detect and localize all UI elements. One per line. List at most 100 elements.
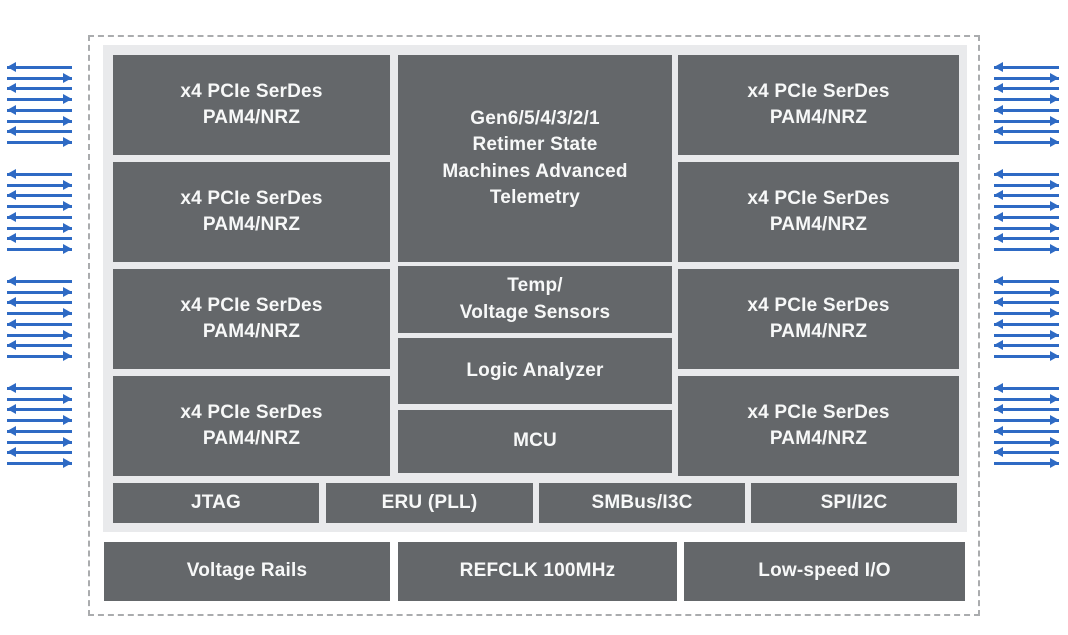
pcie-lane-arrow-left-icon [994,83,1059,94]
pcie-lane-arrow-right-icon [994,72,1059,83]
serdes-block-left-2: x4 PCIe SerDes PAM4/NRZ [113,162,390,262]
refclk-block: REFCLK 100MHz [398,542,677,601]
pcie-lane-arrow-left-icon [7,126,72,137]
pcie-lane-arrow-right-icon [7,457,72,468]
block-label-line: x4 PCIe SerDes [747,294,890,316]
pcie-lane-arrow-right-icon [7,115,72,126]
mcu-block: MCU [398,410,672,473]
pcie-lane-arrow-left-icon [994,233,1059,244]
block-label-line: PAM4/NRZ [202,428,301,449]
pcie-lane-arrow-right-icon [7,329,72,340]
serdes-block-right-3: x4 PCIe SerDes PAM4/NRZ [678,269,959,369]
block-label-line: Low-speed I/O [758,560,891,582]
pcie-lane-arrow-right-icon [994,457,1059,468]
pcie-lane-arrow-right-icon [7,136,72,147]
pcie-lane-arrow-right-icon [994,393,1059,404]
chip-die-container: x4 PCIe SerDes PAM4/NRZ x4 PCIe SerDes P… [103,45,967,532]
pcie-lanes-left-4 [7,383,72,468]
pcie-lane-arrow-right-icon [7,436,72,447]
pcie-lane-arrow-left-icon [7,169,72,179]
pcie-lanes-right-1 [994,62,1059,147]
pcie-lane-arrow-left-icon [994,211,1059,222]
block-label-line: x4 PCIe SerDes [180,187,323,209]
pcie-lane-arrow-right-icon [994,222,1059,233]
pcie-lane-arrow-left-icon [7,297,72,308]
block-label-line: x4 PCIe SerDes [180,294,323,316]
block-label-line: SMBus/I3C [591,491,693,513]
pcie-lane-arrow-right-icon [994,136,1059,147]
block-label-line: Telemetry [489,186,581,208]
temp-voltage-sensors-block: Temp/ Voltage Sensors [398,266,672,333]
pcie-lane-arrow-left-icon [7,276,72,286]
low-speed-io-block: Low-speed I/O [684,542,965,601]
block-label-line: PAM4/NRZ [769,214,868,235]
logic-analyzer-block: Logic Analyzer [398,338,672,404]
pcie-lanes-left-2 [7,169,72,254]
spi-i2c-block: SPI/I2C [751,483,957,523]
block-label-line: ERU (PLL) [381,491,478,513]
pcie-lane-arrow-right-icon [7,393,72,404]
package-boundary [88,35,980,616]
serdes-block-left-1: x4 PCIe SerDes PAM4/NRZ [113,55,390,155]
block-label-line: REFCLK 100MHz [459,560,616,582]
pcie-lane-arrow-right-icon [994,350,1059,361]
pcie-lanes-right-4 [994,383,1059,468]
pcie-lane-arrow-right-icon [7,222,72,233]
pcie-lane-arrow-left-icon [994,126,1059,137]
pcie-lane-arrow-left-icon [994,404,1059,415]
block-label-line: Machines Advanced [442,160,628,182]
pcie-lanes-left-3 [7,276,72,361]
pcie-lane-arrow-right-icon [7,94,72,105]
pcie-lanes-left-1 [7,62,72,147]
pcie-lane-arrow-right-icon [994,94,1059,105]
pcie-lane-arrow-left-icon [994,447,1059,458]
serdes-block-right-4: x4 PCIe SerDes PAM4/NRZ [678,376,959,476]
pcie-lane-arrow-left-icon [7,404,72,415]
block-label-line: MCU [513,430,557,452]
block-label-line: JTAG [190,491,242,513]
pcie-lanes-right-2 [994,169,1059,254]
pcie-lane-arrow-left-icon [7,425,72,436]
pcie-lane-arrow-left-icon [994,276,1059,286]
block-label-line: x4 PCIe SerDes [747,401,890,423]
pcie-lane-arrow-right-icon [994,415,1059,426]
serdes-block-right-1: x4 PCIe SerDes PAM4/NRZ [678,55,959,155]
pcie-lane-arrow-right-icon [994,329,1059,340]
pcie-lane-arrow-left-icon [994,62,1059,72]
pcie-lane-arrow-left-icon [994,340,1059,351]
retimer-block: Gen6/5/4/3/2/1 Retimer State Machines Ad… [398,55,672,262]
pcie-lane-arrow-left-icon [994,169,1059,179]
pcie-lane-arrow-left-icon [994,318,1059,329]
block-label-line: PAM4/NRZ [769,428,868,449]
pcie-lane-arrow-left-icon [7,383,72,393]
pcie-lane-arrow-right-icon [994,243,1059,254]
pcie-lane-arrow-right-icon [994,201,1059,212]
pcie-lane-arrow-right-icon [994,115,1059,126]
pcie-lane-arrow-right-icon [7,350,72,361]
pcie-lane-arrow-left-icon [7,83,72,94]
pcie-lane-arrow-left-icon [7,340,72,351]
pcie-lane-arrow-left-icon [994,425,1059,436]
pcie-lane-arrow-left-icon [7,62,72,72]
block-label-line: x4 PCIe SerDes [180,401,323,423]
pcie-lane-arrow-right-icon [7,243,72,254]
pcie-lane-arrow-right-icon [994,436,1059,447]
pcie-lane-arrow-right-icon [994,308,1059,319]
pcie-lane-arrow-left-icon [7,211,72,222]
block-label-line: Logic Analyzer [466,359,604,381]
pcie-lane-arrow-left-icon [7,233,72,244]
pcie-lane-arrow-right-icon [994,286,1059,297]
jtag-block: JTAG [113,483,319,523]
block-label-line: PAM4/NRZ [769,107,868,128]
block-label-line: Voltage Rails [186,560,308,582]
block-label-line: Voltage Sensors [459,301,611,323]
block-label-line: PAM4/NRZ [202,107,301,128]
pcie-lane-arrow-right-icon [7,201,72,212]
pcie-lanes-right-3 [994,276,1059,361]
block-label-line: x4 PCIe SerDes [747,187,890,209]
block-label-line: x4 PCIe SerDes [747,80,890,102]
pcie-lane-arrow-right-icon [7,72,72,83]
pcie-lane-arrow-right-icon [994,179,1059,190]
pcie-lane-arrow-left-icon [994,297,1059,308]
pcie-lane-arrow-left-icon [7,318,72,329]
